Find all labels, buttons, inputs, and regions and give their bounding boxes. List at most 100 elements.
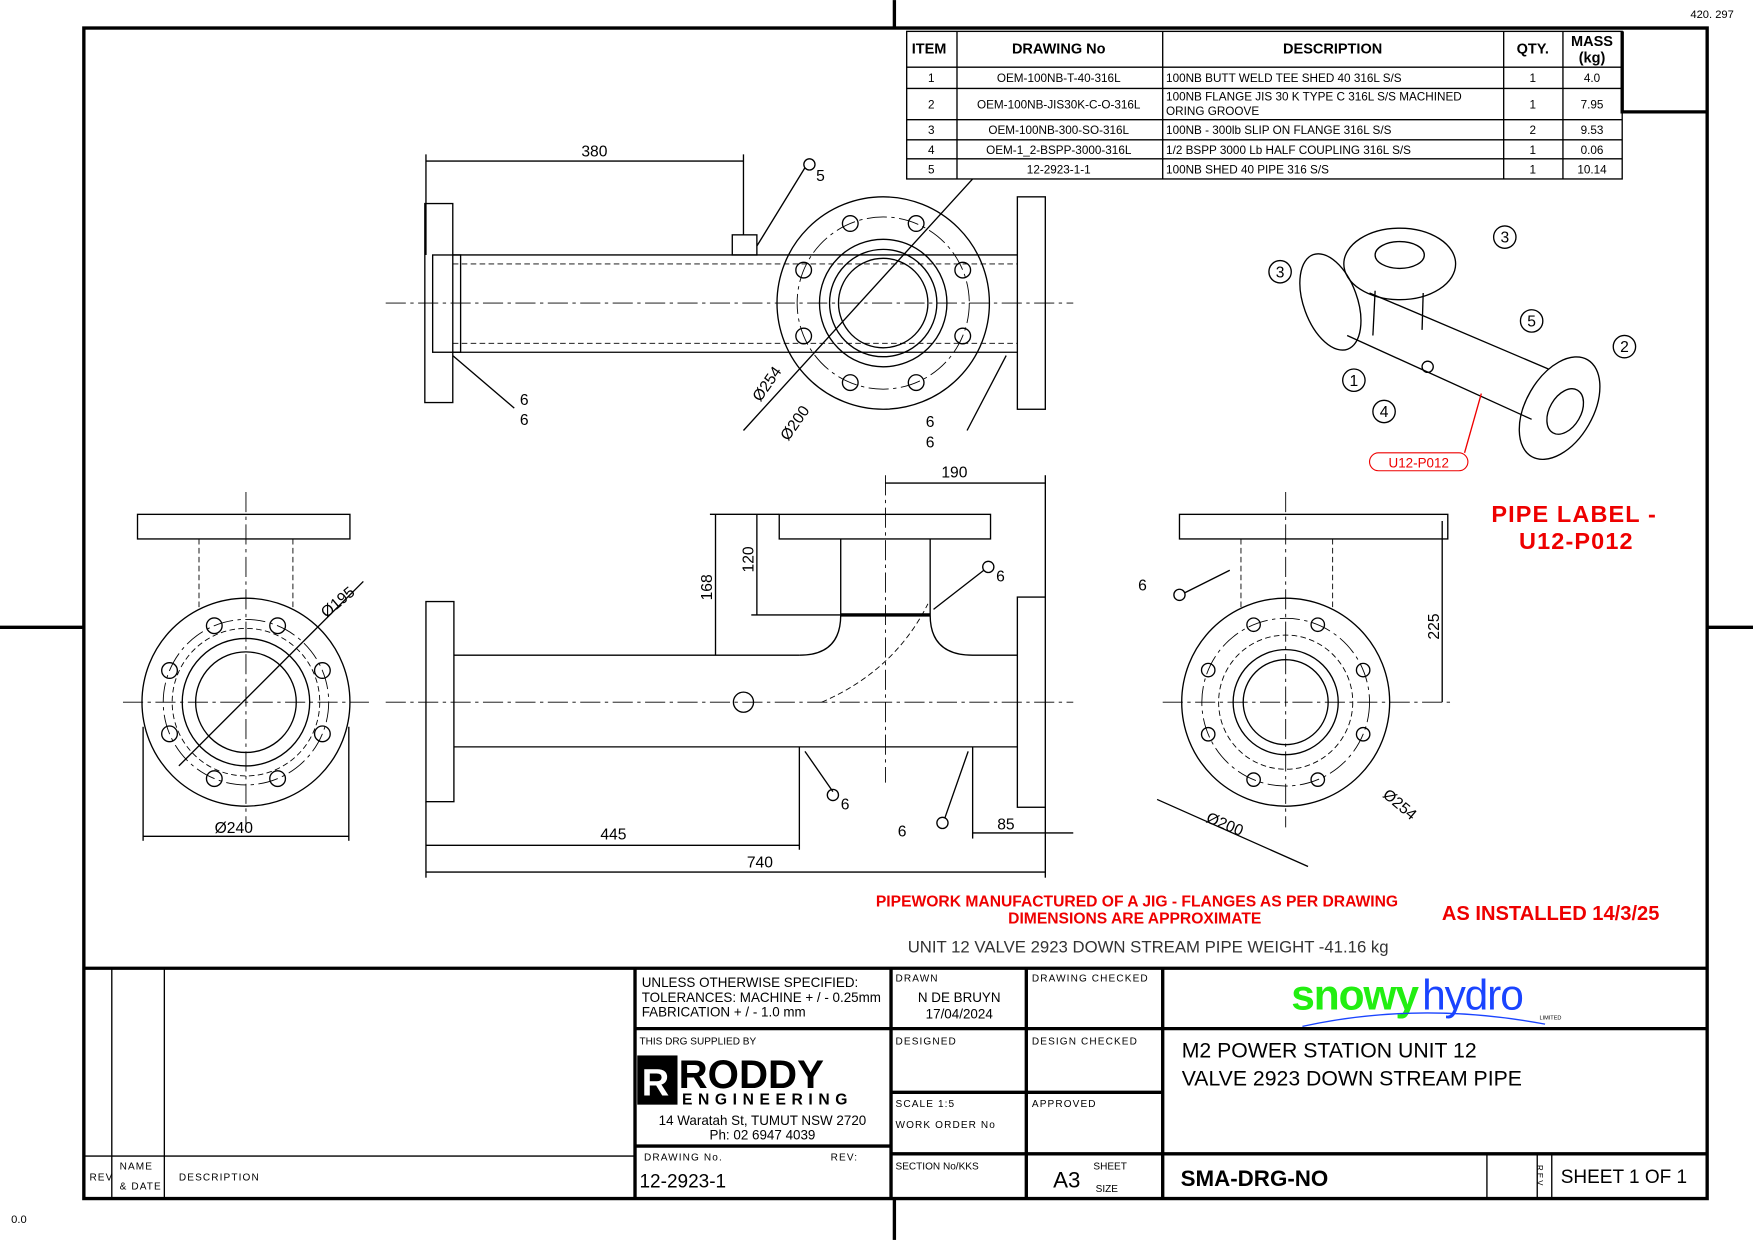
document-number: SMA-DRG-NO — [1181, 1166, 1329, 1191]
rev-col-label: REV — [89, 1173, 113, 1184]
bolt-hole — [907, 215, 925, 233]
bom-description: 1/2 BSPP 3000 Lb HALF COUPLING 316L S/S — [1166, 144, 1411, 157]
logo-hydro: hydro — [1422, 973, 1523, 1020]
logo-limited: LIMITED — [1539, 1016, 1561, 1022]
item-balloon-number: 2 — [1620, 339, 1629, 356]
supplier-address: 14 Waratah St, TUMUT NSW 2720 — [659, 1113, 867, 1128]
bom-mass: 10.14 — [1577, 163, 1607, 176]
weight-note: UNIT 12 VALVE 2923 DOWN STREAM PIPE WEIG… — [908, 938, 1389, 957]
section-label: SECTION No/KKS — [896, 1161, 979, 1172]
bolt-hole — [954, 261, 972, 279]
bolt-hole — [1310, 772, 1326, 788]
bom-description: 100NB SHED 40 PIPE 316 S/S — [1166, 163, 1329, 176]
tolerance-line-3: FABRICATION + / - 1.0 mm — [642, 1004, 806, 1019]
weld-symbol-6h: 6 — [1138, 577, 1147, 594]
weld-symbol-6f: 6 — [898, 823, 907, 840]
bom-mass: 9.53 — [1581, 124, 1604, 137]
item-balloon — [1342, 368, 1366, 393]
bom-description: 100NB BUTT WELD TEE SHED 40 316L S/S — [1166, 72, 1402, 85]
drawing-no-label: DRAWING No. — [644, 1153, 723, 1164]
bolt-hole — [1200, 662, 1216, 678]
jig-note-2: DIMENSIONS ARE APPROXIMATE — [1008, 911, 1261, 928]
item-balloon — [1612, 334, 1637, 359]
bom-item: 3 — [928, 124, 935, 137]
name-col-label: NAME — [120, 1161, 154, 1172]
jig-note-1: PIPEWORK MANUFACTURED OF A JIG - FLANGES… — [876, 894, 1398, 911]
bolt-hole — [907, 374, 925, 392]
dim-380: 380 — [581, 144, 607, 161]
origin-label: 0.0 — [11, 1214, 27, 1226]
dim-168: 168 — [699, 574, 716, 600]
bolt-hole — [954, 327, 972, 345]
weld-symbol-6a: 6 — [520, 392, 529, 409]
item-balloon-number: 3 — [1276, 264, 1285, 281]
title-block: REV NAME & DATE DESCRIPTION UNLESS OTHER… — [83, 966, 1708, 1199]
bom-qty: 1 — [1529, 144, 1536, 157]
sheet-count: SHEET 1 OF 1 — [1561, 1167, 1687, 1188]
bolt-hole — [1200, 726, 1216, 742]
bom-qty: 2 — [1529, 124, 1536, 137]
bolt-hole — [841, 374, 859, 392]
drawing-title-1: M2 POWER STATION UNIT 12 — [1182, 1039, 1477, 1063]
item-balloon — [1492, 225, 1517, 249]
weld-symbol-6c: 6 — [926, 414, 935, 431]
front-view-top: 380 5 6 6 6 6 Ø254 Ø200 — [385, 144, 1074, 451]
design-checked-label: DESIGN CHECKED — [1032, 1036, 1138, 1047]
bom-drawing-no: OEM-100NB-300-SO-316L — [988, 124, 1129, 137]
bolt-hole — [1246, 617, 1261, 633]
bom-qty: 1 — [1529, 163, 1536, 176]
drawn-date: 17/04/2024 — [926, 1007, 994, 1022]
end-view-right: 225 Ø200 Ø254 6 — [1138, 491, 1454, 868]
scale-label: SCALE 1:5 — [896, 1099, 956, 1110]
bolt-hole — [795, 261, 813, 279]
bolt-hole — [205, 617, 223, 635]
bom-description-line2: ORING GROOVE — [1166, 105, 1259, 118]
dim-120: 120 — [741, 546, 758, 572]
pipe-label-note-2: U12-P012 — [1519, 528, 1634, 554]
supplied-by-label: THIS DRG SUPPLIED BY — [639, 1036, 756, 1047]
item-balloon — [1519, 309, 1544, 333]
dim-dia195: Ø195 — [318, 584, 358, 622]
bolt-hole — [269, 617, 287, 635]
bom-header-description: DESCRIPTION — [1283, 42, 1382, 58]
bom-mass: 4.0 — [1584, 72, 1601, 85]
bom-description: 100NB FLANGE JIS 30 K TYPE C 316L S/S MA… — [1166, 91, 1462, 104]
engineering-logo-text: ENGINEERING — [682, 1092, 853, 1109]
bolt-hole — [1355, 662, 1371, 678]
bom-header-mass: MASS — [1571, 34, 1613, 50]
bolt-hole — [205, 770, 223, 788]
logo-snowy: snowy — [1291, 973, 1419, 1020]
sheet-size-label-2: SIZE — [1096, 1184, 1119, 1195]
drawing-checked-label: DRAWING CHECKED — [1032, 974, 1149, 985]
dim-740: 740 — [747, 855, 773, 872]
bolt-hole — [841, 215, 859, 233]
item-balloon-number: 4 — [1380, 404, 1389, 421]
svg-text:R: R — [642, 1063, 669, 1105]
bolt-hole — [161, 662, 179, 680]
weld-symbol-5: 5 — [816, 168, 825, 185]
roddy-logo-text: RODDY — [679, 1052, 824, 1097]
drawing-no: 12-2923-1 — [639, 1171, 726, 1192]
designed-label: DESIGNED — [896, 1036, 957, 1047]
weld-symbol-6g: 6 — [996, 568, 1005, 585]
bolt-hole — [1310, 617, 1326, 633]
dim-dia200-right: Ø200 — [1204, 810, 1246, 840]
bom-item: 4 — [928, 144, 935, 157]
roddy-logo: R RODDY ENGINEERING — [637, 1052, 853, 1109]
weld-symbol-6e: 6 — [841, 796, 850, 813]
bom-table: ITEM DRAWING No DESCRIPTION QTY. MASS (k… — [906, 30, 1708, 180]
date-col-label: & DATE — [120, 1182, 162, 1193]
bom-header-mass-unit: (kg) — [1579, 51, 1606, 67]
bom-header-drawing-no: DRAWING No — [1012, 42, 1106, 58]
drawn-name: N DE BRUYN — [918, 990, 1001, 1005]
sheet-size-label-1: SHEET — [1093, 1161, 1127, 1172]
sheet-size: A3 — [1053, 1167, 1080, 1192]
dim-190: 190 — [941, 464, 967, 481]
description-col-label: DESCRIPTION — [179, 1173, 260, 1184]
dim-85: 85 — [997, 817, 1015, 834]
dim-445: 445 — [600, 827, 626, 844]
drawing-title-2: VALVE 2923 DOWN STREAM PIPE — [1182, 1067, 1522, 1091]
